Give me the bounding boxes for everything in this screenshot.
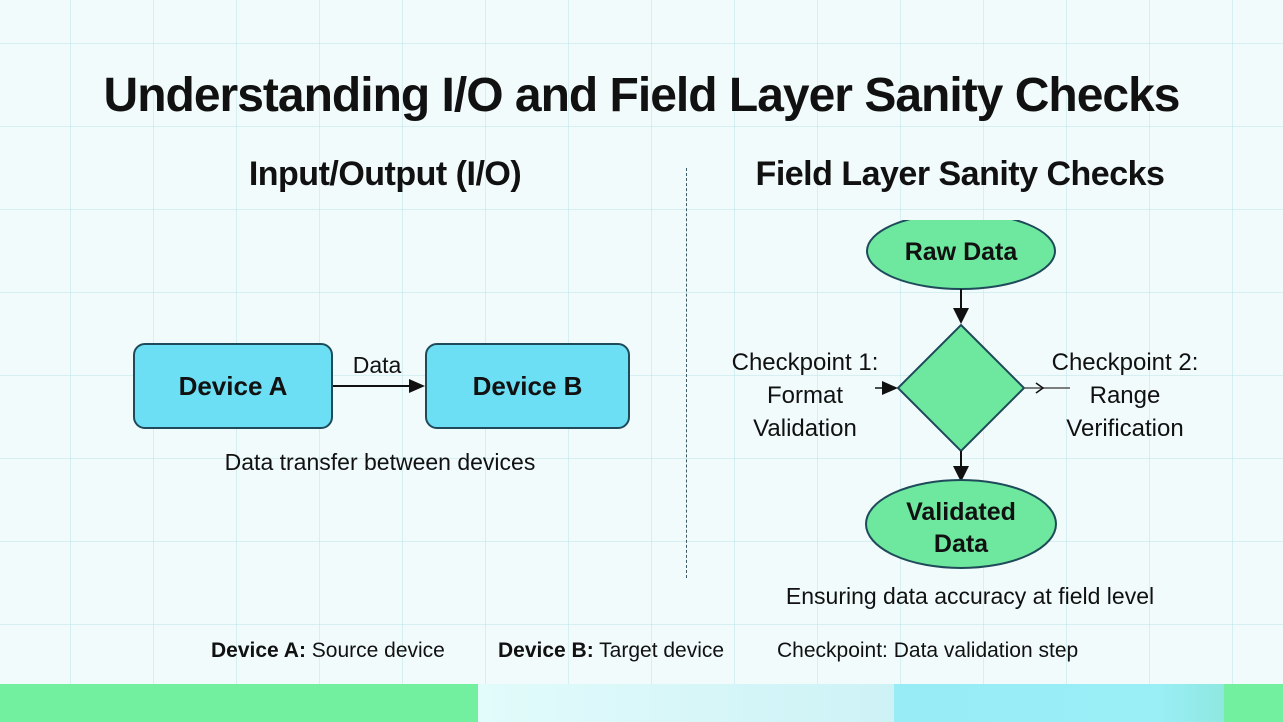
legend-desc: Target device bbox=[593, 639, 725, 662]
sanity-caption: Ensuring data accuracy at field level bbox=[785, 583, 1155, 609]
validated-data-line2: Data bbox=[933, 530, 989, 558]
validated-data-label: Validated Data bbox=[880, 496, 1042, 560]
legend-desc: Data validation step bbox=[887, 639, 1079, 662]
io-caption: Data transfer between devices bbox=[224, 449, 536, 475]
checkpoint-2-line2: Range bbox=[1089, 382, 1161, 409]
io-heading: Input/Output (I/O) bbox=[248, 155, 522, 193]
device-b-box: Device B bbox=[425, 343, 630, 429]
legend-term: Device A: bbox=[211, 639, 306, 662]
arrow-down-icon bbox=[953, 308, 969, 324]
footer-band-light bbox=[478, 684, 894, 722]
arrow-down-icon bbox=[953, 466, 969, 482]
data-arrow-icon bbox=[333, 379, 425, 393]
checkpoint-2-label: Checkpoint 2: Range Verification bbox=[1030, 346, 1220, 445]
legend-term: Checkpoint: bbox=[777, 639, 888, 662]
checkpoint-2-title: Checkpoint 2: bbox=[1051, 349, 1199, 376]
sanity-checks-heading: Field Layer Sanity Checks bbox=[755, 155, 1165, 193]
checkpoint-2-line3: Verification bbox=[1066, 415, 1184, 442]
legend-device-b: Device B: Target device bbox=[498, 639, 724, 663]
checkpoint-1-title: Checkpoint 1: bbox=[731, 349, 879, 376]
device-a-box: Device A bbox=[133, 343, 333, 429]
legend-checkpoint: Checkpoint: Data validation step bbox=[777, 639, 1078, 663]
decision-diamond bbox=[896, 323, 1026, 453]
arrow-right-icon bbox=[1035, 382, 1045, 394]
footer-band-green-right bbox=[1224, 684, 1283, 722]
validated-data-node bbox=[865, 479, 1057, 569]
legend-desc: Source device bbox=[305, 639, 445, 662]
checkpoint-1-line3: Validation bbox=[753, 415, 857, 442]
checkpoint-1-label: Checkpoint 1: Format Validation bbox=[715, 346, 895, 445]
validated-data-line1: Validated bbox=[906, 498, 1016, 526]
data-arrow-label: Data bbox=[352, 352, 402, 378]
footer-band-cyan bbox=[894, 684, 1224, 722]
legend-device-a: Device A: Source device bbox=[211, 639, 445, 663]
section-divider bbox=[686, 168, 687, 578]
legend-term: Device B: bbox=[498, 639, 594, 662]
footer-band-green bbox=[0, 684, 478, 722]
device-b-label: Device B bbox=[472, 370, 583, 401]
device-a-label: Device A bbox=[178, 370, 288, 401]
raw-data-label: Raw Data bbox=[904, 238, 1018, 266]
flowchart bbox=[865, 220, 1070, 569]
page-title: Understanding I/O and Field Layer Sanity… bbox=[103, 69, 1181, 122]
checkpoint-1-line2: Format bbox=[766, 382, 843, 409]
arrow-right-icon bbox=[882, 381, 898, 395]
